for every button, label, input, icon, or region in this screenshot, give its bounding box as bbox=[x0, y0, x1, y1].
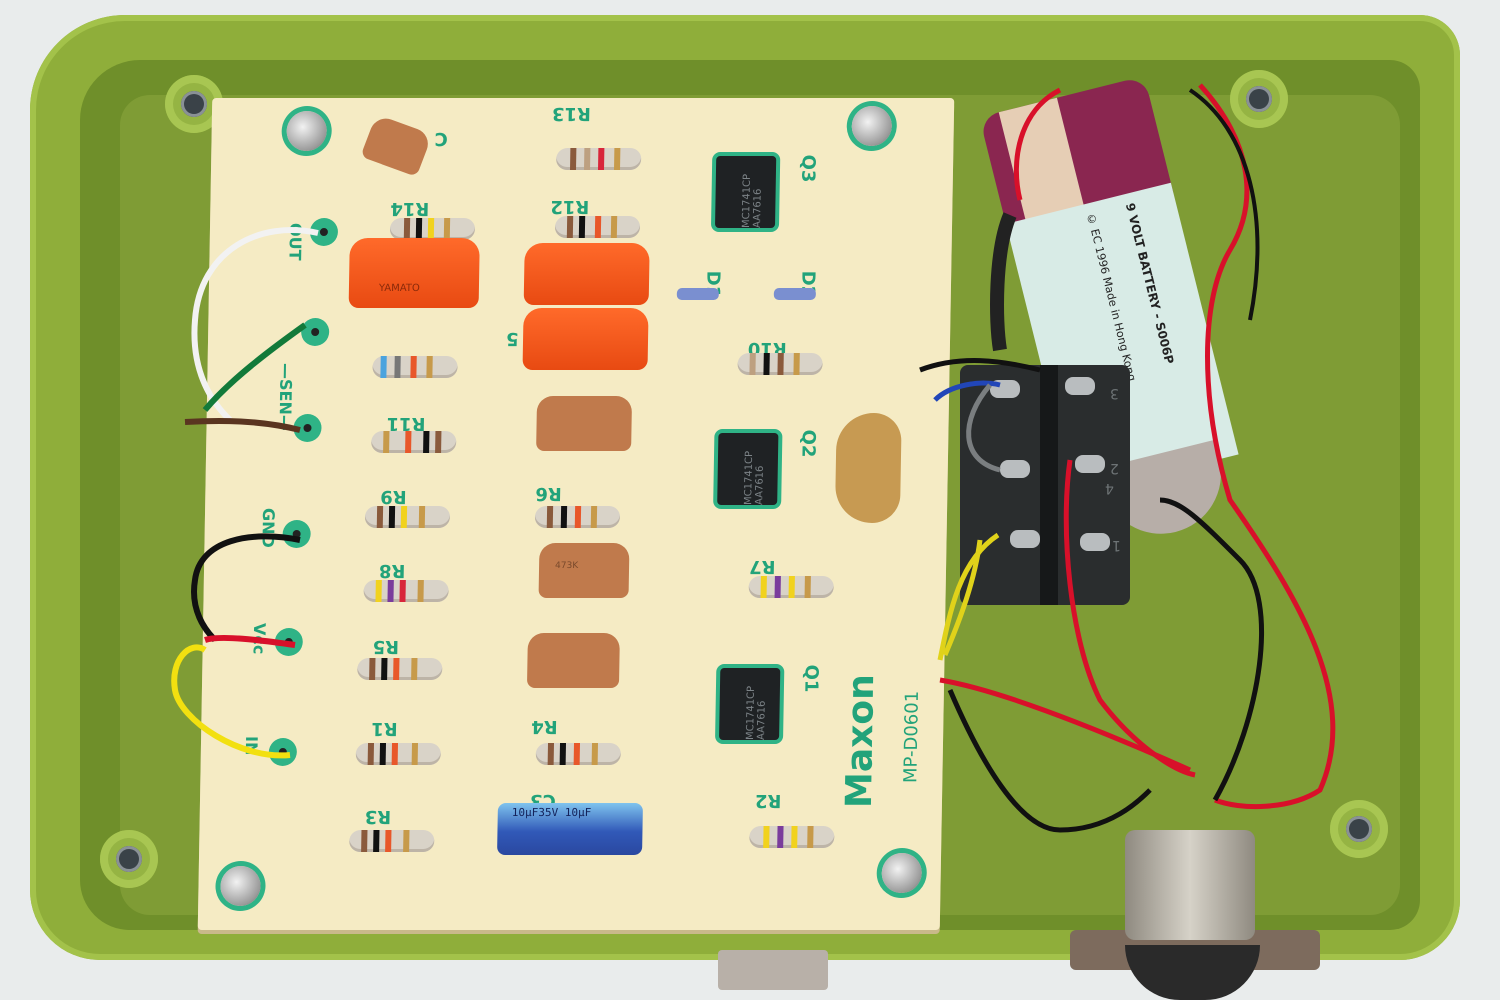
switch-divider bbox=[1040, 365, 1058, 605]
silk-r1: R1 bbox=[371, 718, 398, 739]
ceramic-cap-marking: 473K bbox=[555, 561, 579, 571]
resistor-r4 bbox=[535, 743, 622, 765]
electrolytic-label: 10µF35V 10µF bbox=[511, 806, 592, 819]
silk-vcc: Vcc bbox=[249, 623, 270, 655]
resistor-r6 bbox=[534, 506, 621, 528]
film-capacitor: YAMATO bbox=[348, 238, 480, 308]
pad-sen-2 bbox=[293, 414, 322, 442]
pad-out bbox=[309, 218, 339, 246]
ic-q1: MC1741CP AA7616 bbox=[719, 668, 781, 740]
ic-q1-marking: MC1741CP AA7616 bbox=[745, 685, 768, 740]
silk-out: OUT bbox=[285, 223, 306, 261]
silk-r6: R6 bbox=[535, 483, 562, 504]
ic-q2: MC1741CP AA7616 bbox=[717, 433, 779, 505]
electrolytic-capacitor: 10µF35V 10µF bbox=[497, 803, 643, 855]
ceramic-disc-capacitor bbox=[834, 413, 902, 523]
film-capacitor bbox=[523, 243, 650, 305]
silk-r7: R7 bbox=[748, 556, 776, 577]
resistor-r10 bbox=[737, 353, 823, 375]
pcb-screw-icon bbox=[881, 853, 923, 893]
pad-vcc bbox=[274, 628, 304, 656]
standoff-bottom-right bbox=[1330, 800, 1388, 858]
battery-label: 9 VOLT BATTERY - S006P bbox=[1122, 201, 1177, 366]
standoff-top-right bbox=[1230, 70, 1288, 128]
silk-c5: 5 bbox=[505, 328, 519, 349]
resistor-r2 bbox=[749, 826, 835, 848]
resistor-r11 bbox=[371, 431, 457, 453]
silk-r8: R8 bbox=[378, 560, 406, 581]
brand-logo: Maxon bbox=[838, 674, 883, 808]
film-cap-marking: YAMATO bbox=[378, 283, 420, 294]
silk-r13: R13 bbox=[551, 103, 592, 124]
film-capacitor-5 bbox=[522, 308, 649, 370]
silk-gnd: GND bbox=[258, 508, 279, 548]
ceramic-capacitor: 473K bbox=[538, 543, 630, 598]
pcb-screw-icon bbox=[286, 111, 328, 151]
pcb-screw-icon bbox=[220, 866, 261, 906]
resistor-r15 bbox=[372, 356, 458, 378]
silk-r5: R5 bbox=[372, 636, 400, 657]
model-block: MP-D0601 bbox=[900, 613, 923, 783]
terminal-2: 2 bbox=[1110, 460, 1119, 476]
dc-jack-front bbox=[1125, 945, 1260, 1000]
silk-q2: Q2 bbox=[797, 429, 819, 458]
pad-gnd bbox=[282, 520, 311, 548]
silk-q3: Q3 bbox=[797, 154, 819, 183]
ic-q3-marking: MC1741CP AA7616 bbox=[740, 173, 764, 228]
silk-c: C bbox=[434, 128, 448, 149]
pcb-screw-icon bbox=[851, 106, 893, 146]
silk-sen: —SEN— bbox=[275, 363, 296, 431]
dc-jack-body bbox=[1125, 830, 1255, 940]
ceramic-capacitor bbox=[536, 396, 633, 451]
resistor-r7 bbox=[748, 576, 834, 598]
pad-sen-1 bbox=[300, 318, 330, 346]
diode-d1 bbox=[676, 288, 719, 300]
model-number: MP-D0601 bbox=[900, 690, 923, 783]
ic-q2-marking: MC1741CP AA7616 bbox=[743, 450, 766, 505]
silk-r4: R4 bbox=[531, 716, 558, 737]
silk-q1: Q1 bbox=[800, 664, 822, 693]
terminal-3: 3 bbox=[1110, 385, 1119, 401]
terminal-4: 4 bbox=[1105, 480, 1114, 496]
silk-r9: R9 bbox=[380, 486, 407, 507]
resistor-r1 bbox=[355, 743, 442, 765]
resistor-r12 bbox=[554, 216, 641, 238]
diode-d2 bbox=[773, 288, 816, 300]
silk-r3: R3 bbox=[364, 806, 392, 827]
ceramic-capacitor bbox=[360, 114, 433, 177]
resistor-r9 bbox=[364, 506, 451, 528]
pcb-board: OUT —SEN— GND Vcc IN C R14 YAMATO R1 5 R1… bbox=[197, 98, 955, 930]
silk-r12: R12 bbox=[550, 196, 590, 217]
ic-q3: MC1741CP AA7616 bbox=[714, 156, 777, 228]
footswitch: 3 2 4 1 bbox=[960, 365, 1130, 605]
output-jack bbox=[718, 950, 828, 990]
silk-r2: R2 bbox=[754, 790, 782, 811]
brand-block: Maxon bbox=[839, 618, 890, 818]
resistor-r5 bbox=[357, 658, 443, 680]
terminal-1: 1 bbox=[1112, 537, 1121, 553]
silk-r14: R14 bbox=[390, 198, 430, 219]
resistor-r3 bbox=[349, 830, 435, 852]
resistor-r13 bbox=[556, 148, 642, 170]
pad-in bbox=[268, 738, 298, 766]
ceramic-capacitor bbox=[526, 633, 620, 688]
resistor-r14 bbox=[389, 218, 476, 240]
silk-in: IN bbox=[241, 736, 262, 756]
standoff-bottom-left bbox=[100, 830, 158, 888]
resistor-r8 bbox=[363, 580, 449, 602]
